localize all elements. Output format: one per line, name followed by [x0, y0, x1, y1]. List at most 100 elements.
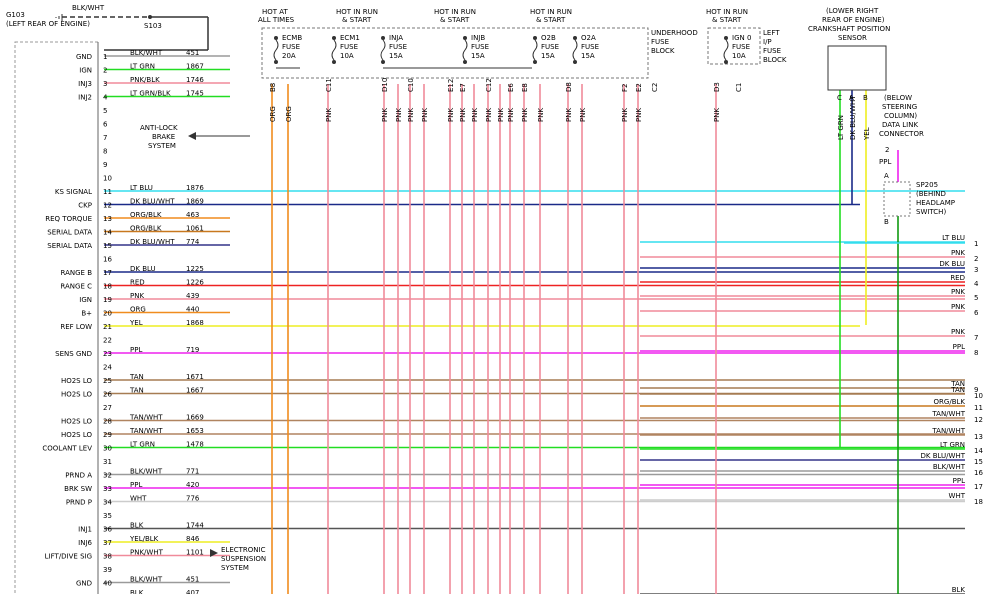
pcm-wire-color: BLK/WHT [130, 49, 163, 57]
ckp-wire-color: DK BLU/WHT [849, 95, 857, 140]
pcm-pin-number: 35 [103, 512, 112, 520]
pcm-wire-color: LT GRN [130, 63, 155, 71]
pcm-circuit-number: 846 [186, 535, 200, 543]
pcm-pin-name: RANGE B [61, 269, 93, 277]
right-pin-number: 14 [974, 447, 983, 455]
vertical-wire-color: PNK [521, 108, 529, 122]
vertical-wire-color: PNK [421, 108, 429, 122]
pcm-pin-name: SERIAL DATA [47, 229, 92, 237]
fuse-label: FUSE [471, 43, 489, 51]
fuse-amperage: 15A [581, 52, 595, 60]
pcm-pin-name: KS SIGNAL [55, 188, 92, 196]
ess-arrow-icon [210, 549, 218, 557]
pcm-wire-color: DK BLU/WHT [130, 198, 175, 206]
sp205-a: A [884, 172, 889, 180]
right-pin-number: 2 [974, 255, 978, 263]
pcm-pin-number: 14 [103, 229, 112, 237]
vertical-pin-label: C2 [651, 83, 659, 92]
pcm-wire-color: LT BLU [130, 184, 153, 192]
right-wire-color: PNK [951, 328, 965, 336]
pcm-wire-color: PNK/BLK [130, 76, 160, 84]
hot-label-ecm1: HOT IN RUN& START [336, 8, 378, 24]
vertical-wire-color: PNK [407, 108, 415, 122]
pcm-pin-number: 8 [103, 148, 107, 156]
pcm-circuit-number: 407 [186, 589, 199, 594]
fuse-label: FUSE [389, 43, 407, 51]
pcm-pin-name: IGN [79, 296, 92, 304]
pcm-circuit-number: 1876 [186, 184, 204, 192]
pcm-wire-color: YEL [129, 319, 143, 327]
fuse-label: FUSE [541, 43, 559, 51]
right-pin-number: 12 [974, 416, 983, 424]
pcm-circuit-number: 1225 [186, 265, 204, 273]
pcm-pin-name: BRK SW [64, 485, 92, 493]
pcm-circuit-number: 439 [186, 292, 199, 300]
pcm-pin-name: REF LOW [60, 323, 92, 331]
pcm-pin-name: B+ [81, 310, 92, 318]
abs-arrow-icon [188, 132, 196, 140]
vertical-pin-label: D10 [381, 78, 389, 92]
pcm-circuit-number: 1667 [186, 387, 204, 395]
right-pin-number: 7 [974, 334, 978, 342]
right-pin-number: 4 [974, 280, 979, 288]
pcm-wire-color: PNK [130, 292, 144, 300]
pcm-pin-number: 19 [103, 296, 112, 304]
pcm-circuit-number: 451 [186, 576, 199, 584]
vertical-pin-label: C10 [407, 78, 415, 92]
fuse-icon [331, 36, 337, 64]
right-pin-number: 1 [974, 240, 978, 248]
right-pin-number: 10 [974, 392, 983, 400]
pcm-wire-color: PPL [130, 481, 142, 489]
vertical-pin-label: B8 [269, 83, 277, 92]
right-wire-color: LT GRN [940, 441, 965, 449]
pcm-pin-number: 39 [103, 566, 112, 574]
fuse-icon [380, 36, 386, 64]
pcm-wire-color: ORG/BLK [130, 225, 162, 233]
sp205-splice [883, 181, 911, 217]
fuse-amperage: 10A [340, 52, 354, 60]
pcm-pin-number: 15 [103, 242, 112, 250]
fuse-icon [532, 36, 538, 64]
left-ip-fuse-block [707, 27, 761, 65]
fuse-label: FUSE [732, 43, 750, 51]
pcm-pin-number: 6 [103, 121, 108, 129]
pcm-pin-name: GND [76, 53, 92, 61]
pcm-wire-color: YEL/BLK [129, 535, 159, 543]
pcm-circuit-number: 1478 [186, 441, 204, 449]
static-layer: G103 (LEFT REAR OF ENGINE) BLK/WHT S103 … [6, 4, 955, 594]
pcm-circuit-number: 451 [186, 49, 199, 57]
vertical-wire-color: PNK [579, 108, 587, 122]
right-pin-number: 3 [974, 266, 978, 274]
right-wire-color: PPL [953, 343, 965, 351]
pcm-pin-number: 36 [103, 526, 112, 534]
pcm-pin-number: 23 [103, 350, 112, 358]
vertical-wire-color: PNK [471, 108, 479, 122]
pcm-wire-color: TAN [129, 387, 144, 395]
fuse-icon [572, 36, 578, 64]
pcm-circuit-number: 774 [186, 238, 200, 246]
pcm-pin-name: IGN [79, 67, 92, 75]
pcm-pin-number: 12 [103, 202, 112, 210]
pcm-circuit-number: 1226 [186, 279, 204, 287]
pcm-pin-number: 20 [103, 310, 112, 318]
vertical-pin-label: E6 [507, 83, 515, 92]
right-wire-color: TAN/WHT [931, 427, 965, 435]
pcm-pin-number: 24 [103, 364, 112, 372]
pcm-pin-number: 9 [103, 161, 107, 169]
right-pin-number: 8 [974, 349, 978, 357]
pcm-circuit-number: 1101 [186, 549, 204, 557]
vertical-wire-color: ORG [269, 106, 277, 122]
pcm-pin-number: 29 [103, 431, 112, 439]
right-wire-color: DK BLU [939, 260, 965, 268]
pcm-pin-number: 40 [103, 580, 112, 588]
pcm-circuit-number: 1869 [186, 198, 204, 206]
vertical-wire-color: PNK [635, 108, 643, 122]
fuse-name: O2B [541, 34, 556, 42]
ground-wire-color: BLK/WHT [72, 4, 105, 12]
pcm-circuit-number: 1653 [186, 427, 204, 435]
pcm-pin-number: 18 [103, 283, 112, 291]
pcm-pin-number: 4 [103, 94, 108, 102]
